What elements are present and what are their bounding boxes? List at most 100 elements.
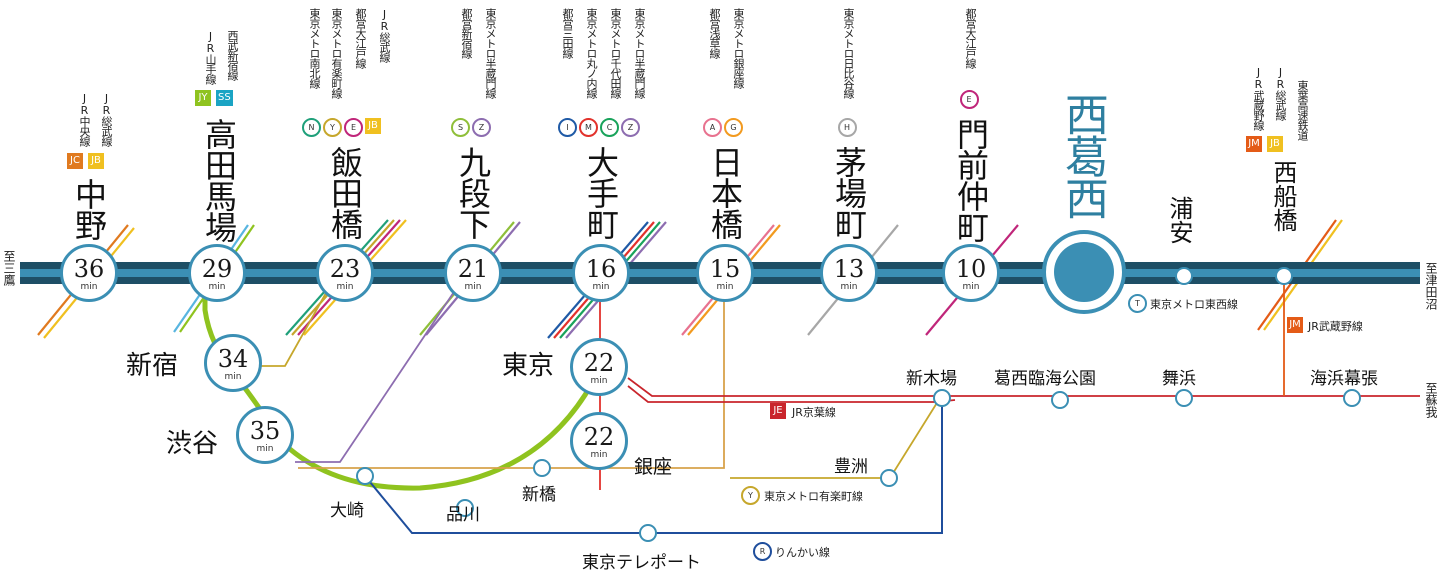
hero-station-marker (1042, 230, 1126, 314)
nishifunabashi-line-2: JR総武線 (1274, 66, 1287, 120)
nishifunabashi-line-1: JR武蔵野線 (1252, 66, 1265, 130)
station-nihonbashi-line-2: 東京メトロ銀座線 (732, 8, 745, 88)
shibuya-connector (295, 267, 471, 463)
station-toyosu-name: 豊洲 (834, 457, 868, 477)
station-iidabashi-code-y: Y (323, 118, 342, 137)
station-otemachi-code-c: C (600, 118, 619, 137)
station-shinkiba-name: 新木場 (906, 369, 957, 389)
tozai-line-legend: 東京メトロ東西線 (1150, 298, 1238, 311)
station-otemachi-code-m: M (579, 118, 598, 137)
station-takadanobaba-line-2: 西武新宿線 (226, 30, 239, 80)
station-tokyo-teleport-name: 東京テレポート (582, 553, 701, 573)
station-otemachi-minutes: 16 (585, 255, 617, 283)
station-shinjuku-minutes: 34 (217, 345, 249, 373)
shinjuku-connector (255, 267, 341, 367)
station-iidabashi-unit: min (336, 282, 354, 292)
station-otemachi-line-3: 東京メトロ千代田線 (609, 8, 622, 98)
station-shinjuku-name: 新宿 (126, 351, 179, 381)
station-monzennakacho-name: 門前仲町 (952, 118, 990, 242)
keiyo-terminal-label: 至蘇我 (1424, 382, 1438, 418)
station-nihonbashi-unit: min (716, 282, 734, 292)
keiyo-legend: JR京葉線 (792, 406, 836, 419)
station-kaihin-makuhari-name: 海浜幕張 (1310, 369, 1378, 389)
station-monzennakacho-line-1: 都営大江戸線 (964, 8, 977, 68)
station-otemachi-code-i: I (558, 118, 577, 137)
station-urayasu-name: 浦安 (1165, 196, 1193, 244)
station-iidabashi-name: 飯田橋 (326, 146, 364, 239)
station-nakano-code-jb: JB (88, 153, 104, 169)
station-kudanshita-minutes: 21 (457, 255, 489, 283)
yurakucho-code: Y (741, 486, 760, 505)
station-kayabacho-line-1: 東京メトロ日比谷線 (842, 8, 855, 98)
station-takadanobaba-code-jy: JY (195, 90, 211, 106)
station-ginza-name: 銀座 (634, 456, 673, 478)
station-nakano-name: 中野 (70, 178, 108, 240)
tozai-line-code: T (1128, 294, 1147, 313)
station-nakano-line-2: JR総武線 (100, 92, 113, 146)
station-nihonbashi-code-a: A (703, 118, 722, 137)
station-tokyo-name: 東京 (502, 351, 555, 381)
station-nakano-minutes: 36 (73, 255, 105, 283)
station-osaki-name: 大崎 (330, 501, 364, 521)
station-nakano-line-1: JR中央線 (78, 92, 91, 146)
rinkai-code: R (753, 542, 772, 561)
station-iidabashi-minutes: 23 (329, 255, 361, 283)
station-otemachi-unit: min (592, 282, 610, 292)
station-kayabacho-name: 茅場町 (830, 146, 868, 239)
station-takadanobaba-line-1: JR山手線 (204, 30, 217, 84)
station-shibuya-name: 渋谷 (166, 429, 219, 459)
yurakucho-legend: 東京メトロ有楽町線 (764, 490, 863, 503)
station-nakano-unit: min (80, 282, 98, 292)
station-takadanobaba-unit: min (208, 282, 226, 292)
station-nishifunabashi-name: 西船橋 (1269, 160, 1297, 232)
station-kudanshita-code-z: Z (472, 118, 491, 137)
station-otemachi-line-1: 都営三田線 (561, 8, 574, 58)
musashino-legend: JR武蔵野線 (1308, 320, 1363, 333)
station-nihonbashi-code-g: G (724, 118, 743, 137)
station-takadanobaba-name: 高田馬場 (200, 118, 238, 242)
station-iidabashi-code-e: E (344, 118, 363, 137)
station-iidabashi-line-4: JR総武線 (378, 8, 391, 62)
station-shinjuku-unit: min (224, 372, 242, 382)
station-iidabashi-line-3: 都営大江戸線 (354, 8, 367, 68)
nishifunabashi-badge-jm: JM (1246, 136, 1262, 152)
station-ginza-unit: min (590, 450, 608, 460)
station-monzennakacho-code-e: E (959, 90, 979, 109)
station-nihonbashi-name: 日本橋 (706, 146, 744, 239)
station-nihonbashi-minutes: 15 (709, 255, 741, 283)
station-iidabashi-line-1: 東京メトロ南北線 (308, 8, 321, 88)
minor-station-dots (356, 267, 1361, 542)
station-kudanshita-line-1: 都営新宿線 (460, 8, 473, 58)
station-otemachi-code-z: Z (621, 118, 640, 137)
station-shinagawa-name: 品川 (446, 505, 480, 525)
nishifunabashi-line-3: 東葉高速鉄道 (1296, 80, 1309, 140)
station-otemachi-line-2: 東京メトロ丸ノ内線 (585, 8, 598, 98)
station-takadanobaba-minutes: 29 (201, 255, 233, 283)
rinkai-line (364, 398, 943, 534)
station-tokyo-unit: min (590, 376, 608, 386)
station-monzennakacho-minutes: 10 (955, 255, 987, 283)
keiyo-badge: JE (770, 403, 786, 419)
ginza-connector (298, 290, 725, 469)
terminal-left-label: 至三鷹 (2, 250, 16, 286)
nishifunabashi-badge-jb: JB (1267, 136, 1283, 152)
station-kayabacho-code-h: H (837, 118, 857, 137)
station-kudanshita-code-s: S (451, 118, 470, 137)
rinkai-legend: りんかい線 (775, 546, 830, 559)
station-kudanshita-line-2: 東京メトロ半蔵門線 (484, 8, 497, 98)
station-kasai-rinkai-name: 葛西臨海公園 (994, 369, 1096, 389)
station-kayabacho-unit: min (840, 282, 858, 292)
station-otemachi-name: 大手町 (582, 146, 620, 239)
station-takadanobaba-code-ss: SS (216, 90, 233, 106)
station-nakano-code-jc: JC (67, 153, 83, 169)
station-kudanshita-unit: min (464, 282, 482, 292)
station-shibuya-unit: min (256, 444, 274, 454)
